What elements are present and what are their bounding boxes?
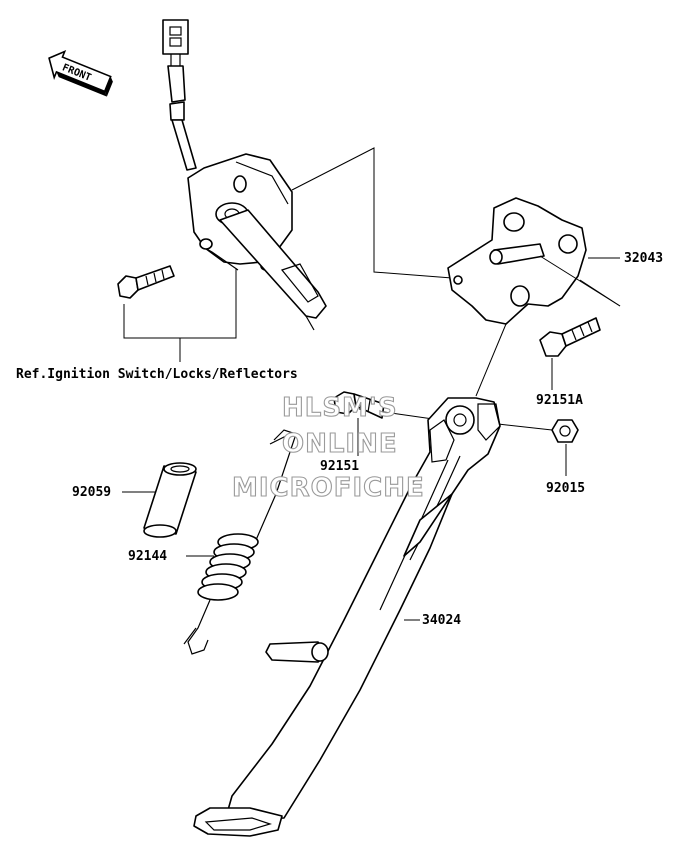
reference-note: Ref.Ignition Switch/Locks/Reflectors — [16, 367, 298, 382]
nut — [551, 419, 579, 443]
collar — [143, 462, 197, 538]
bolt-92151 — [333, 391, 385, 419]
watermark-line-3: MICROFICHE — [232, 473, 425, 503]
stand-bracket — [447, 197, 587, 325]
switch-bolt — [117, 265, 175, 299]
callout-92015: 92015 — [546, 481, 585, 496]
watermark-line-1: HLSM'S — [282, 393, 398, 423]
callout-34024: 34024 — [422, 613, 461, 628]
sidestand-switch-wire — [162, 19, 197, 171]
callout-92151: 92151 — [320, 459, 359, 474]
front-arrow-icon: FRONT — [48, 50, 113, 97]
sidestand-switch — [187, 153, 327, 331]
bolt-92151a — [539, 317, 601, 357]
stand-spring — [183, 429, 297, 655]
side-stand — [193, 397, 501, 837]
callout-92144: 92144 — [128, 549, 167, 564]
callout-92059: 92059 — [72, 485, 111, 500]
callout-92151A: 92151A — [536, 393, 583, 408]
callout-32043: 32043 — [624, 251, 663, 266]
watermark-line-2: ONLINE — [282, 429, 398, 459]
watermark: HLSM'S ONLINE MICROFICHE — [231, 392, 425, 503]
